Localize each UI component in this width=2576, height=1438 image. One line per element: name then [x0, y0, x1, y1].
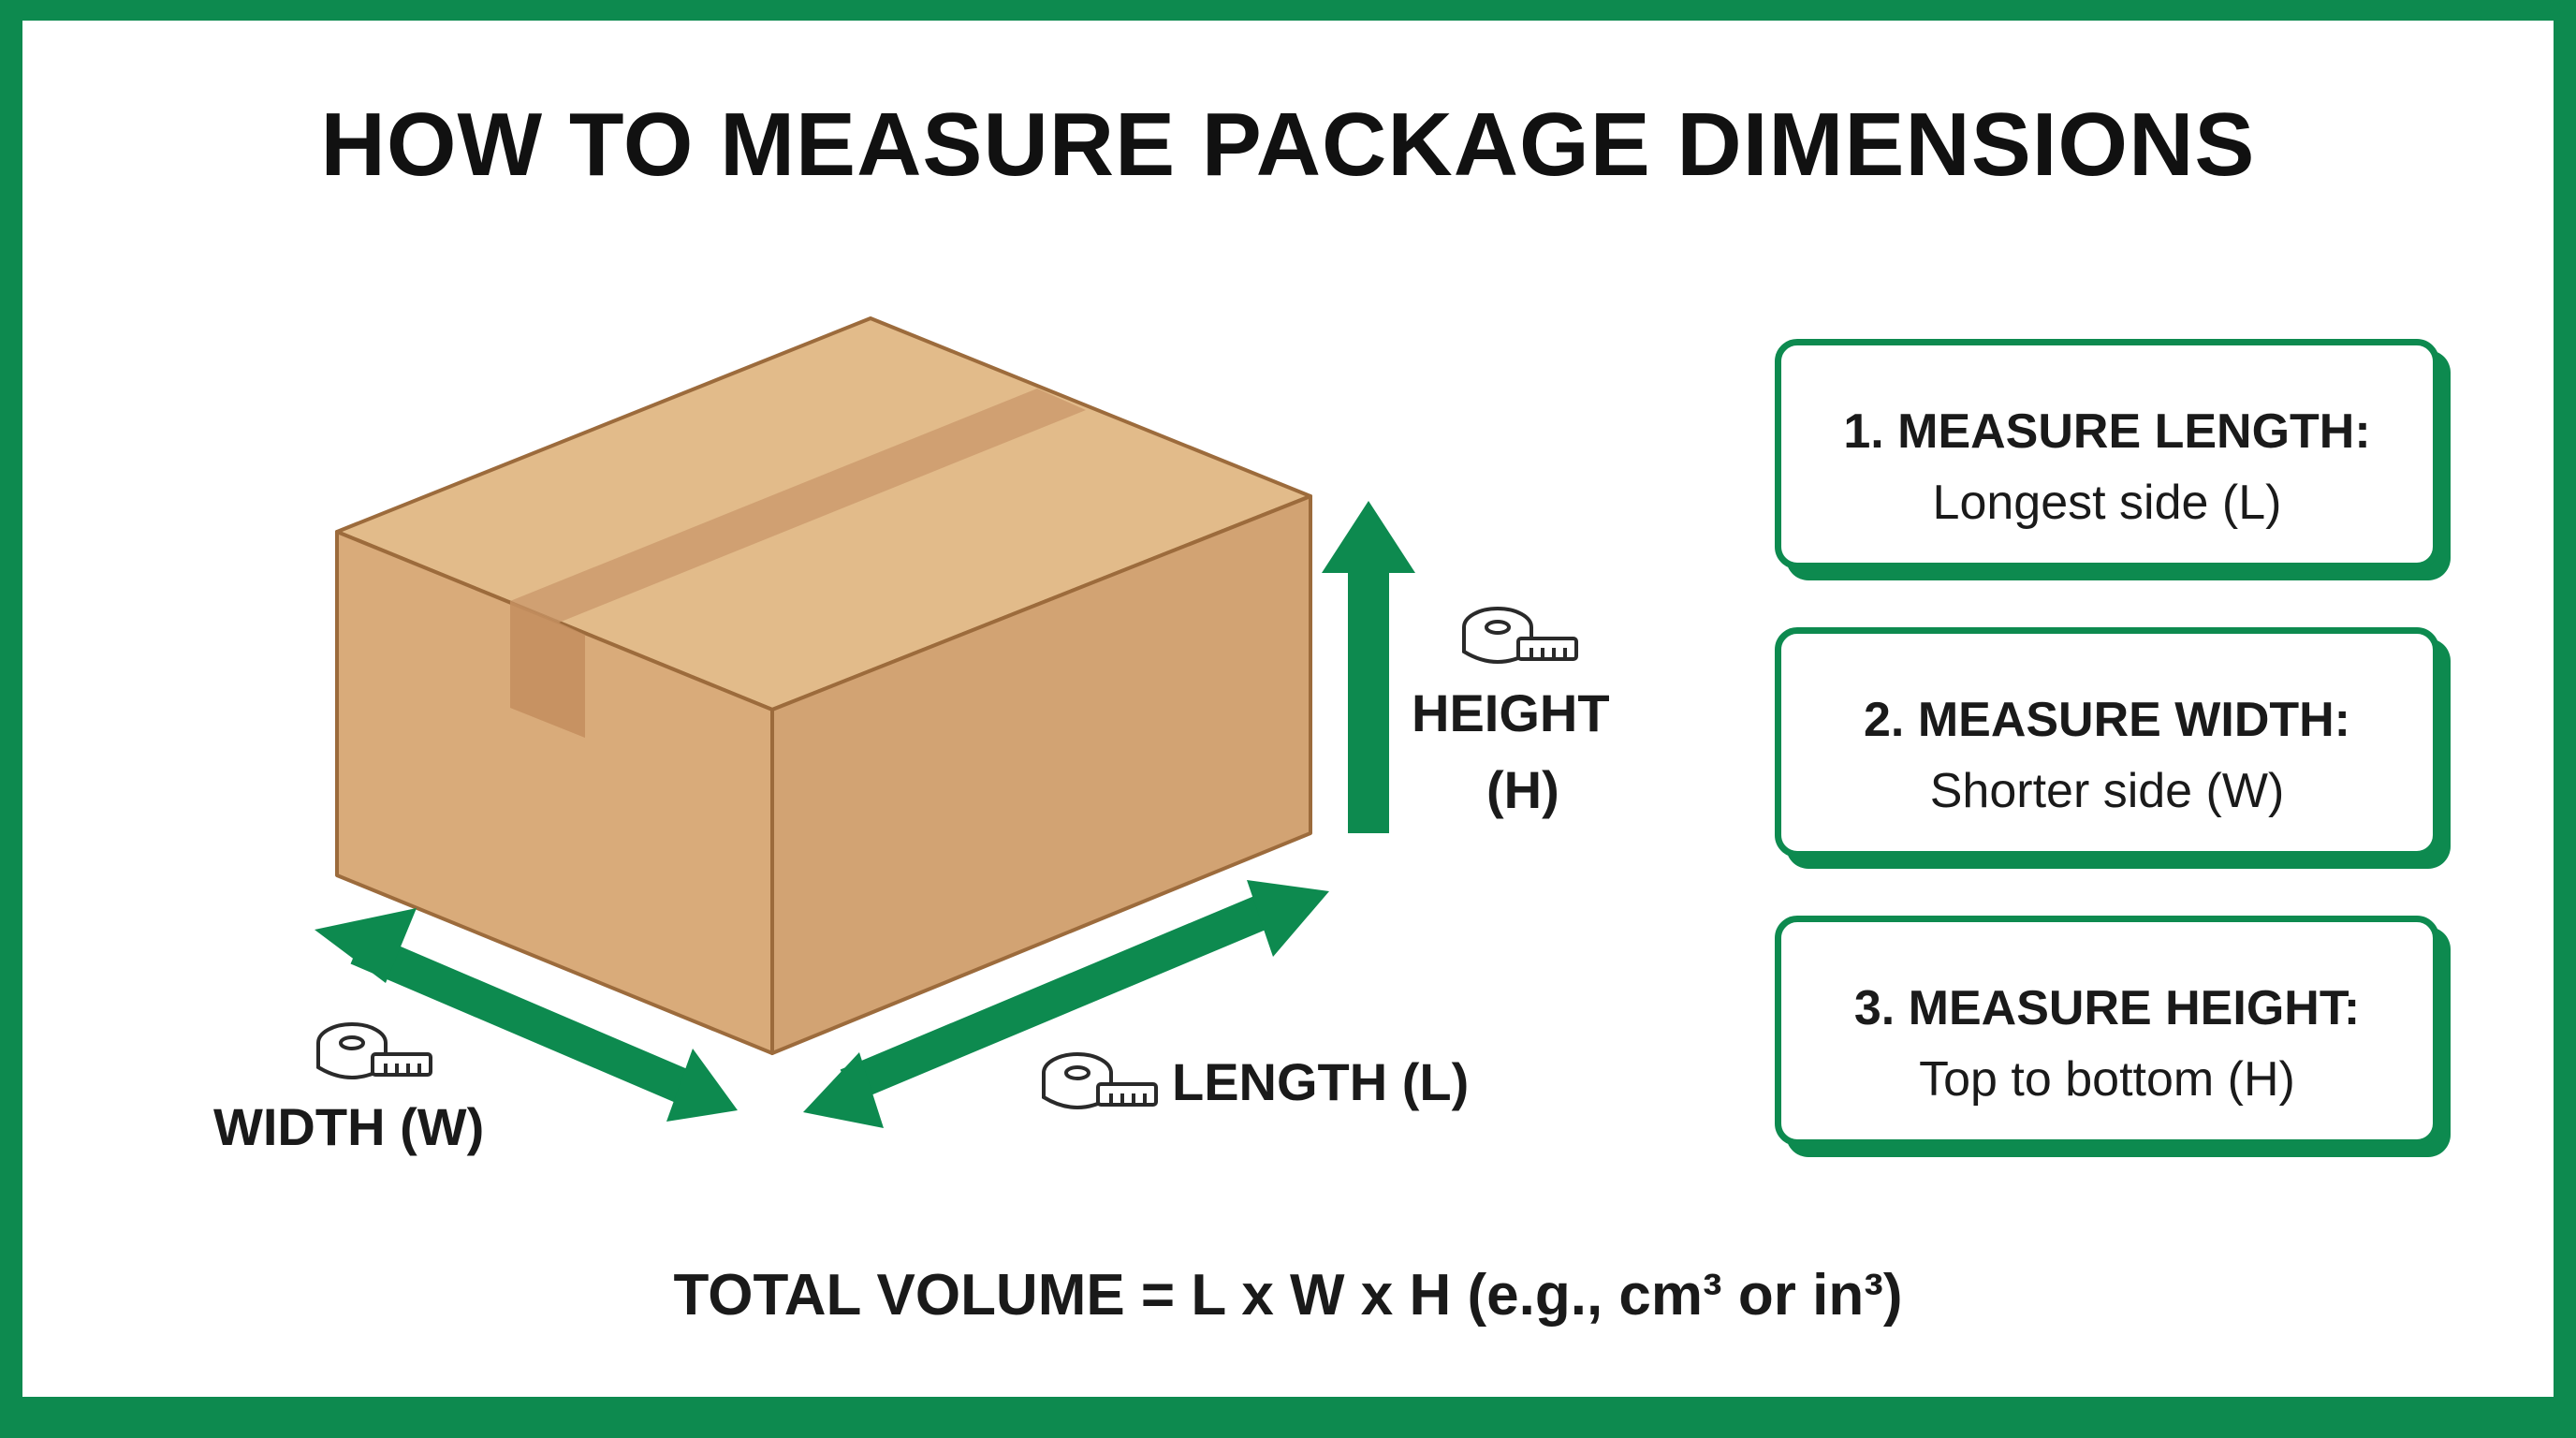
- packing-tape-strip: [510, 389, 1086, 623]
- volume-formula: TOTAL VOLUME = L x W x H (e.g., cm³ or i…: [673, 1263, 1903, 1328]
- length-label: LENGTH (L): [1172, 1052, 1470, 1111]
- step-card-detail: Shorter side (W): [1929, 764, 2285, 818]
- length-arrow: [803, 880, 1329, 1128]
- height-label-abbrev: (H): [1486, 760, 1559, 819]
- step-card-title: 3. MEASURE HEIGHT:: [1853, 981, 2361, 1035]
- step-card-length: 1. MEASURE LENGTH: Longest side (L): [1775, 339, 2439, 569]
- height-label: HEIGHT: [1412, 683, 1610, 742]
- step-card-detail: Longest side (L): [1932, 476, 2282, 530]
- cardboard-box-icon: [335, 316, 1312, 1055]
- box-right-face: [770, 494, 1312, 1055]
- tape-measure-icon: [316, 1022, 432, 1079]
- page-title: HOW TO MEASURE PACKAGE DIMENSIONS: [320, 95, 2256, 195]
- step-card-width: 2. MEASURE WIDTH: Shorter side (W): [1775, 627, 2439, 858]
- packing-tape-flap: [510, 601, 585, 738]
- height-arrow: [1322, 501, 1415, 833]
- step-card-detail: Top to bottom (H): [1919, 1052, 2295, 1107]
- tape-measure-icon: [1042, 1052, 1158, 1109]
- step-card-title: 2. MEASURE WIDTH:: [1864, 693, 2350, 747]
- step-card-title: 1. MEASURE LENGTH:: [1843, 404, 2371, 459]
- step-card-height: 3. MEASURE HEIGHT: Top to bottom (H): [1775, 916, 2439, 1146]
- width-arrow: [315, 908, 738, 1122]
- width-label: WIDTH (W): [213, 1097, 485, 1156]
- tape-measure-icon: [1462, 607, 1578, 664]
